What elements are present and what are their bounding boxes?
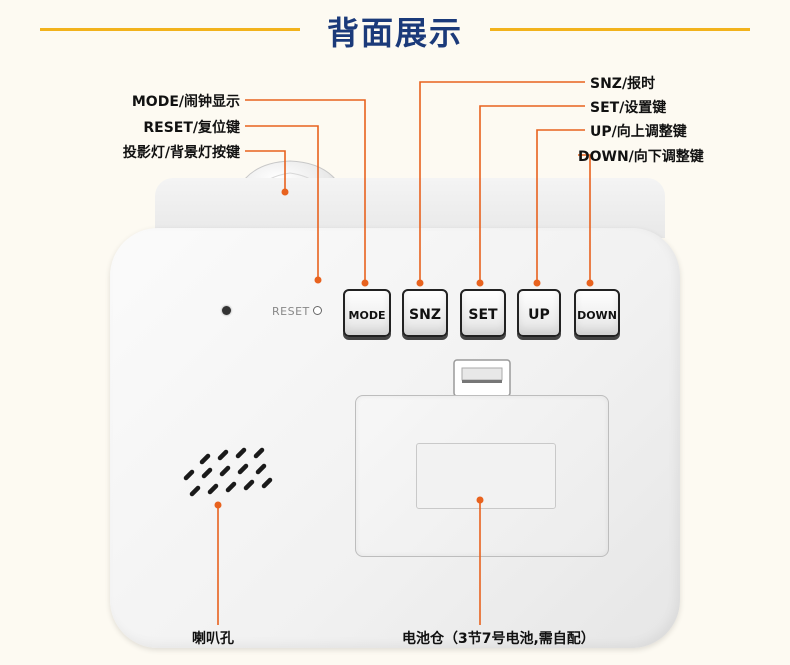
up-button[interactable]: UP xyxy=(517,289,561,337)
speaker-grille xyxy=(183,447,273,497)
label-down: DOWN/向下调整键 xyxy=(578,149,704,165)
label-snz: SNZ/报时 xyxy=(590,76,656,92)
label-projector-light: 投影灯/背景灯按键 xyxy=(122,145,240,161)
label-battery: 电池仓（3节7号电池,需自配） xyxy=(402,631,595,647)
label-set: SET/设置键 xyxy=(590,100,667,116)
reset-printed-label: RESET xyxy=(272,305,310,318)
microphone-hole xyxy=(222,306,231,315)
page-title: 背面展示 xyxy=(326,14,463,52)
battery-latch[interactable] xyxy=(452,358,512,398)
header: 背面展示 xyxy=(0,0,790,60)
down-button[interactable]: DOWN xyxy=(574,289,620,337)
title-rule-right xyxy=(490,28,750,31)
set-button[interactable]: SET xyxy=(460,289,506,337)
label-reset: RESET/复位键 xyxy=(143,120,240,136)
snz-button[interactable]: SNZ xyxy=(402,289,448,337)
label-mode: MODE/闹钟显示 xyxy=(131,94,240,110)
mode-button[interactable]: MODE xyxy=(343,289,391,337)
label-up: UP/向上调整键 xyxy=(590,124,687,140)
battery-rating-plate xyxy=(416,443,556,509)
label-speaker: 喇叭孔 xyxy=(192,631,234,647)
reset-pinhole[interactable] xyxy=(313,306,322,315)
title-rule-left xyxy=(40,28,300,31)
